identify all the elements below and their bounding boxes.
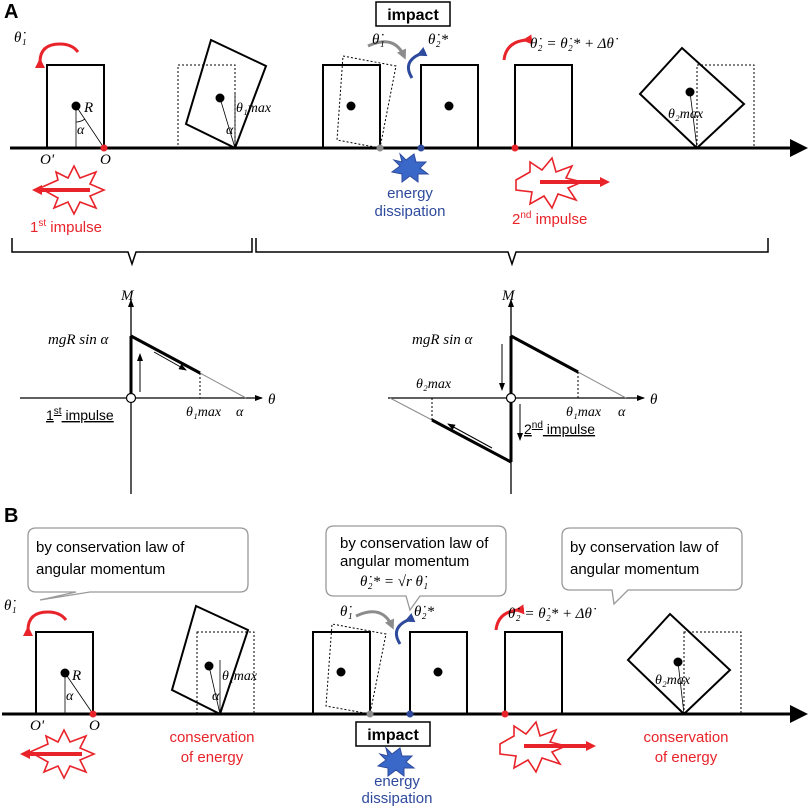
rotation-arrow-red-2 [502, 34, 533, 61]
label-O-prime: O' [40, 152, 55, 168]
svg-text:θ̇₂*: θ̇₂* [428, 32, 449, 48]
label-alpha: α [77, 123, 85, 138]
label-theta1-dot: θ̇₁ [14, 30, 27, 46]
svg-text:θ: θ [650, 392, 658, 408]
brace-right [255, 238, 769, 267]
block-3-a: θ̇₁ [322, 32, 407, 152]
block-5-a: θ̇₂ = θ̇₂* + Δθ̇ 2nd impulse [502, 34, 619, 228]
svg-text:O: O [89, 718, 100, 734]
svg-text:mgR sin α: mgR sin α [48, 332, 110, 348]
rotation-arrow-red-b [22, 610, 68, 637]
energy-star-a [390, 152, 430, 183]
impulse-starburst-2-b [499, 720, 596, 774]
svg-text:θ̇₁: θ̇₁ [372, 32, 385, 48]
svg-text:θ₁max: θ₁max [186, 405, 222, 420]
impulse-starburst-1-b [20, 728, 97, 780]
block-1-a: R α O' O θ̇₁ 1st impulse [14, 30, 111, 236]
pivot-O [100, 144, 108, 152]
block-6-a: θ₂max [638, 46, 755, 150]
moment-plot-right: M θ mgR sin α θ₂max θ₁max α 2nd impulse [388, 288, 658, 494]
ground-arrowhead-a [790, 139, 808, 157]
svg-text:O': O' [30, 718, 45, 734]
svg-text:θ̇₂ = θ̇₂* + Δθ̇: θ̇₂ = θ̇₂* + Δθ̇ [508, 606, 597, 622]
svg-text:θ₂max: θ₂max [655, 673, 691, 688]
panel-b-label: B [4, 505, 18, 527]
svg-text:of energy: of energy [181, 749, 244, 766]
svg-text:α: α [212, 689, 220, 704]
svg-text:conservation: conservation [169, 729, 254, 746]
svg-text:θ₂max: θ₂max [416, 377, 452, 392]
energy-star-b [376, 746, 416, 777]
block-4-b: θ̇₂* [394, 604, 468, 718]
panel-a-label: A [4, 1, 18, 23]
impact-label-a: impact [387, 7, 439, 24]
svg-text:by conservation law of: by conservation law of [36, 539, 185, 556]
svg-text:angular momentum: angular momentum [340, 553, 469, 570]
svg-text:angular momentum: angular momentum [36, 561, 165, 578]
svg-text:R: R [71, 668, 81, 684]
svg-text:by conservation law of: by conservation law of [340, 535, 489, 552]
svg-text:by conservation law of: by conservation law of [570, 539, 719, 556]
panel-a: A R α O' O θ̇₁ 1st impulse [4, 1, 808, 267]
svg-text:θ̇₂ = θ̇₂* + Δθ̇: θ̇₂ = θ̇₂* + Δθ̇ [530, 36, 619, 52]
brace-left [11, 238, 253, 267]
block-2-a: θ₁max α [177, 38, 272, 150]
svg-text:of energy: of energy [655, 749, 718, 766]
svg-text:conservation: conservation [643, 729, 728, 746]
rotation-arrow-blue [406, 46, 428, 79]
svg-text:α: α [236, 405, 244, 420]
rotation-arrow-red [34, 42, 80, 69]
svg-text:M: M [120, 288, 135, 304]
speech-bubble-3: by conservation law of angular momentum [561, 527, 743, 606]
moment-plot-left: M θ mgR sin α θ₁max α 1st impulse [20, 288, 276, 494]
ground-arrowhead-b [790, 705, 808, 723]
label-O: O [100, 152, 111, 168]
energy-label-a2: dissipation [375, 203, 446, 220]
rotation-arrow-blue-b [394, 612, 416, 645]
svg-text:θ̇₁: θ̇₁ [4, 598, 17, 614]
svg-text:α: α [618, 405, 626, 420]
block-6-b: θ₂max [626, 612, 742, 716]
impulse-2-label: 2nd impulse [512, 210, 587, 228]
block-4-a: θ̇₂* [406, 32, 479, 152]
panel-b: B by conservation law of angular momentu… [2, 505, 808, 807]
impulse-1-label: 1st impulse [30, 218, 102, 236]
impulse-starburst-1 [32, 164, 107, 216]
moment-left-impulse: 1st impulse [46, 406, 114, 423]
speech-bubble-1: by conservation law of angular momentum [27, 527, 249, 601]
svg-text:α: α [66, 689, 74, 704]
rotation-arrow-gray-b [355, 610, 395, 630]
label-theta1max-a: θ₁max [236, 101, 272, 116]
label-R: R [83, 100, 93, 116]
rotation-arrow-gray [367, 40, 407, 60]
rotation-arrow-red-b2 [494, 604, 525, 631]
impulse-starburst-2 [515, 156, 610, 210]
impact-box-a [375, 1, 451, 27]
energy-label-a1: energy [387, 185, 433, 202]
label-theta2max-a: θ₂max [668, 107, 704, 122]
svg-text:θ̇₂*: θ̇₂* [414, 604, 435, 620]
svg-text:angular momentum: angular momentum [570, 561, 699, 578]
svg-text:mgR sin α: mgR sin α [412, 332, 474, 348]
svg-text:θ̇₂* = √r θ̇₁: θ̇₂* = √r θ̇₁ [360, 574, 428, 590]
svg-text:α: α [226, 123, 234, 138]
moment-right-impulse: 2nd impulse [524, 420, 595, 437]
svg-text:impact: impact [367, 727, 419, 744]
svg-text:M: M [501, 288, 516, 304]
block-5-b: θ̇₂ = θ̇₂* + Δθ̇ [494, 604, 597, 774]
svg-text:energy: energy [374, 773, 420, 790]
impact-box-b [355, 721, 431, 747]
svg-text:dissipation: dissipation [362, 790, 433, 807]
speech-bubble-2: by conservation law of angular momentum … [325, 525, 507, 612]
svg-text:θ₁max: θ₁max [566, 405, 602, 420]
block-1-b: R α O' O θ̇₁ [4, 598, 100, 780]
block-2-b: θ₁max α [170, 604, 258, 716]
block-3-b: θ̇₁ [312, 604, 395, 718]
svg-text:θ₁max: θ₁max [222, 669, 258, 684]
svg-text:θ: θ [268, 392, 276, 408]
svg-text:θ̇₁: θ̇₁ [340, 604, 353, 620]
